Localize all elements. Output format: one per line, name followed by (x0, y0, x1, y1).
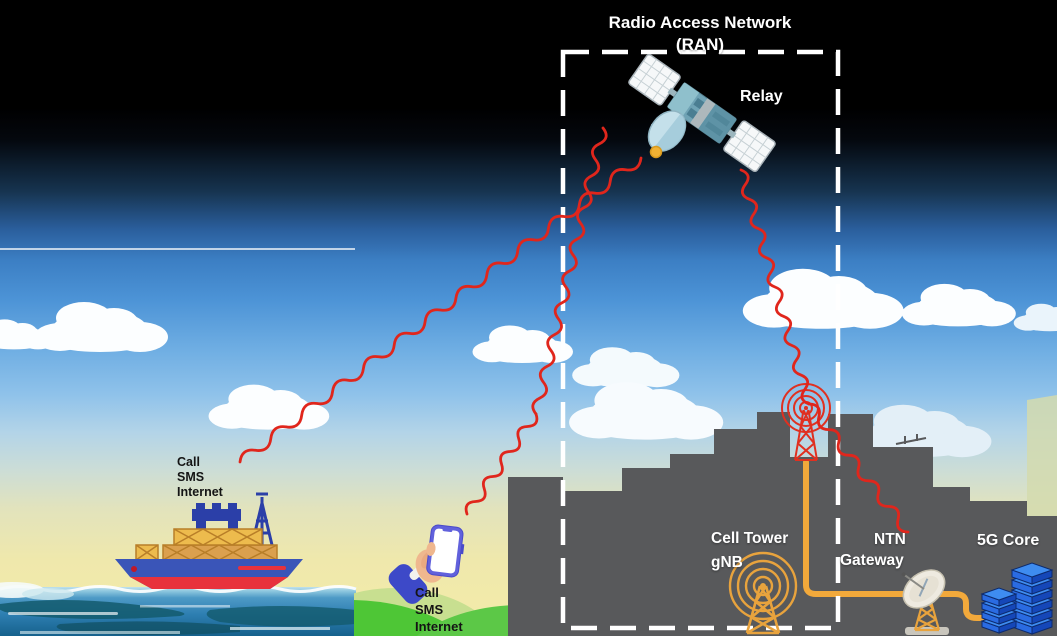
ran-title-line2: (RAN) (675, 35, 725, 54)
cloud-icon (208, 384, 330, 430)
ntn-gateway-label-line1: NTN (874, 531, 906, 548)
signal-phone-to-satellite-2 (531, 126, 608, 416)
cell-tower-label-line1: Cell Tower (711, 530, 789, 547)
background-hill (1027, 395, 1057, 516)
signal-phone-to-satellite-1 (464, 412, 539, 516)
relay-satellite-icon (628, 53, 776, 173)
hand-holding-phone-icon (388, 524, 465, 604)
cloud-icon (34, 302, 168, 352)
ship-service-sms: SMS (177, 470, 205, 485)
phone-services-label: Call SMS Internet (415, 584, 463, 635)
cloud-icon (569, 382, 724, 440)
cloud-icon (1013, 303, 1057, 332)
signal-antenna-to-gateway (807, 402, 910, 534)
ntn-gateway-label-line2: Gateway (840, 552, 904, 569)
signal-ship-to-satellite (238, 156, 643, 464)
grass-hills (354, 588, 508, 636)
core-label: 5G Core (977, 532, 1040, 549)
phone-service-call: Call (415, 585, 439, 600)
ship-service-internet: Internet (177, 485, 223, 500)
server-stack-icon (980, 562, 1054, 635)
satellite-dish-icon (901, 569, 949, 635)
cloud-icon (0, 319, 55, 350)
ship-services-label: Call SMS Internet (177, 455, 223, 501)
cloud-icon (472, 325, 573, 363)
backhaul-cable (803, 459, 1005, 621)
ran-title-line1: Radio Access Network (608, 13, 792, 32)
phone-service-sms: SMS (415, 602, 444, 617)
cell-tower-icon (728, 551, 798, 635)
ran-title: Radio Access Network (RAN) (560, 12, 840, 56)
ship-service-call: Call (177, 455, 200, 469)
cargo-ship-icon (115, 492, 303, 589)
relay-label: Relay (740, 88, 783, 105)
signal-satellite-to-antenna (739, 168, 811, 406)
ran-dashed-border (560, 49, 841, 631)
cloud-icon (901, 283, 1016, 327)
cell-tower-label-line2: gNB (711, 554, 743, 571)
ocean (0, 582, 357, 636)
cloud-icon (572, 347, 680, 388)
rooftop-antenna-marks (895, 434, 927, 445)
cell-tower-label: Cell Tower gNB (711, 527, 788, 575)
phone-service-internet: Internet (415, 619, 463, 634)
